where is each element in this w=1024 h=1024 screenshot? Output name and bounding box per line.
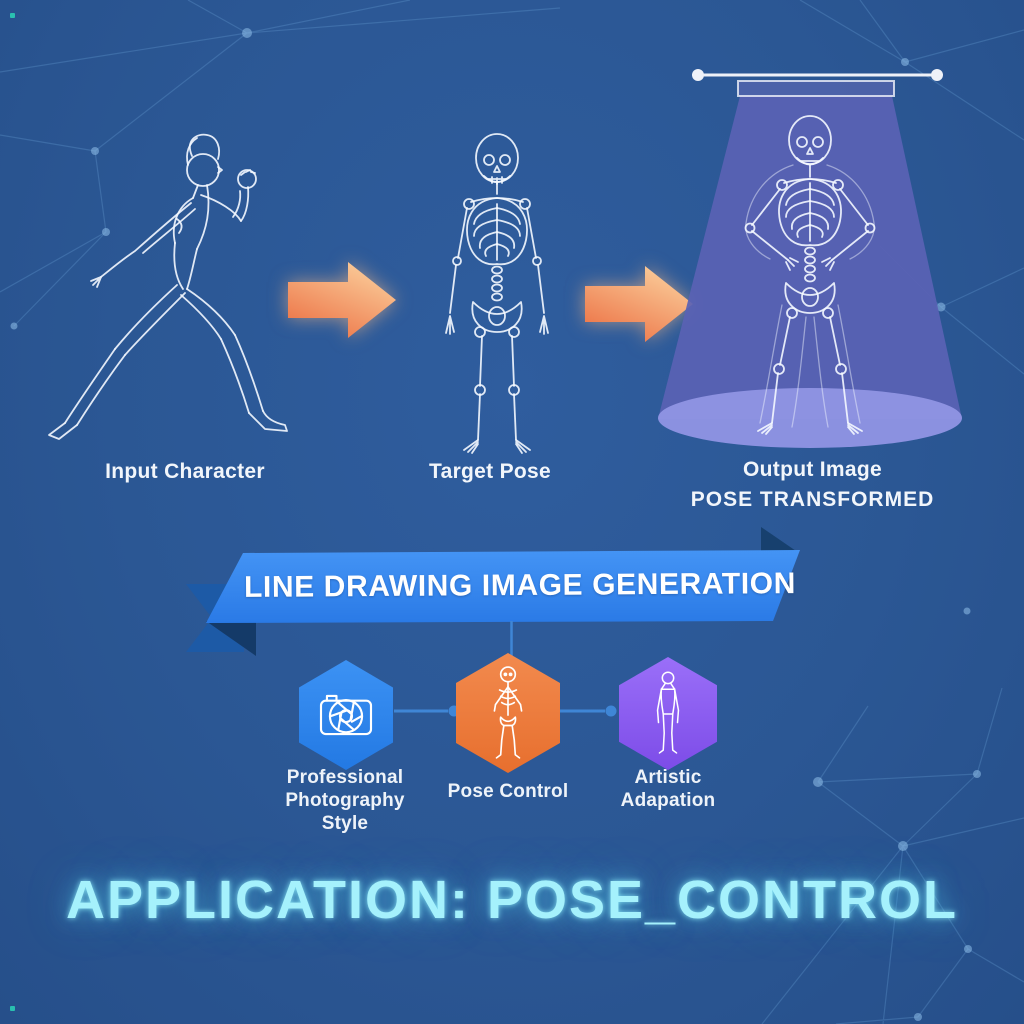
transform-arrow-icon	[288, 262, 396, 338]
human-figure-icon	[656, 670, 680, 754]
banner-title: LINE DRAWING IMAGE GENERATION	[243, 567, 797, 604]
input-character-illustration	[48, 133, 288, 440]
feature-label-artistic: Artistic Adapation	[620, 767, 716, 812]
target-pose-illustration	[445, 133, 549, 454]
spotlight-floor	[658, 388, 962, 448]
camera-aperture-icon	[319, 694, 373, 736]
ribbon-fold-left	[206, 621, 256, 656]
connector-line-left	[394, 705, 460, 717]
input-character-label: Input Character	[105, 460, 265, 483]
corner-dot	[10, 1006, 15, 1011]
spotlight-cone	[658, 96, 962, 419]
pose-transformed-label: POSE TRANSFORMED	[690, 488, 935, 511]
ribbon-body	[206, 550, 800, 623]
connector-line-right	[560, 705, 617, 717]
output-image-label-line1: Output Image	[743, 458, 882, 481]
spotlight-bar	[692, 69, 943, 97]
feature-label-pose-control: Pose Control	[447, 781, 569, 802]
output-skeleton	[744, 115, 876, 435]
corner-dot	[10, 13, 15, 18]
output-image-label: Output Image POSE TRANSFORMED	[660, 458, 965, 512]
application-title: APPLICATION: POSE_CONTROL	[65, 870, 959, 930]
ribbon-fold-right	[761, 527, 799, 553]
feature-label-photography: Professional Photography Style	[285, 767, 405, 835]
mini-skeleton-icon	[493, 666, 523, 759]
output-spotlight-illustration	[658, 69, 962, 448]
transform-arrow-icon	[585, 266, 693, 342]
target-pose-label: Target Pose	[429, 460, 551, 483]
